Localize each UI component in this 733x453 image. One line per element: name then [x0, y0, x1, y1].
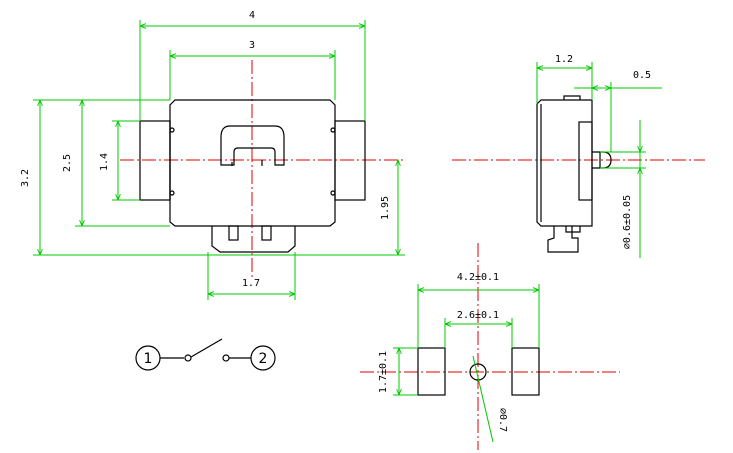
- front-centerlines: [120, 60, 405, 280]
- pin-1-label: 1: [144, 351, 153, 367]
- pin-2-label: 2: [259, 351, 268, 367]
- dim-height-1-4: 1.4: [99, 153, 110, 171]
- pcb-footprint: 4.2±0.1 2.6±0.1 1.7±0.1 ⌀0.7: [360, 243, 620, 450]
- dim-pad-inner: 2.6±0.1: [457, 310, 499, 321]
- dim-side-0-5: 0.5: [633, 70, 651, 81]
- dim-height-2-5: 2.5: [62, 154, 73, 172]
- dim-hole-diameter: ⌀0.7: [497, 408, 508, 432]
- side-body: [536, 95, 612, 253]
- dim-side-1-2: 1.2: [555, 54, 573, 65]
- front-view: 4 3 3.2 2.5 1.4 1.95 1.7: [20, 10, 405, 300]
- footprint-centerlines: [360, 243, 620, 450]
- dim-width-4: 4: [249, 10, 255, 21]
- dim-actuator-diameter: ⌀0.6±0.05: [622, 195, 633, 249]
- schematic-lines: [135, 338, 276, 371]
- footprint-pads: [417, 347, 540, 396]
- dim-width-1-7: 1.7: [242, 278, 260, 289]
- dim-height-1-95: 1.95: [380, 196, 391, 220]
- front-dimension-lines: [33, 20, 405, 300]
- dim-pad-outer: 4.2±0.1: [457, 272, 499, 283]
- side-dimension-lines: [536, 62, 662, 258]
- dim-height-3-2: 3.2: [20, 169, 31, 187]
- switch-schematic: 1 2: [135, 338, 276, 371]
- switch-body: [139, 99, 366, 253]
- side-view: 1.2 0.5 ⌀0.6±0.05: [452, 54, 705, 258]
- dim-pad-height: 1.7±0.1: [378, 351, 389, 393]
- dim-width-3: 3: [249, 40, 255, 51]
- footprint-dimension-lines: [393, 284, 540, 443]
